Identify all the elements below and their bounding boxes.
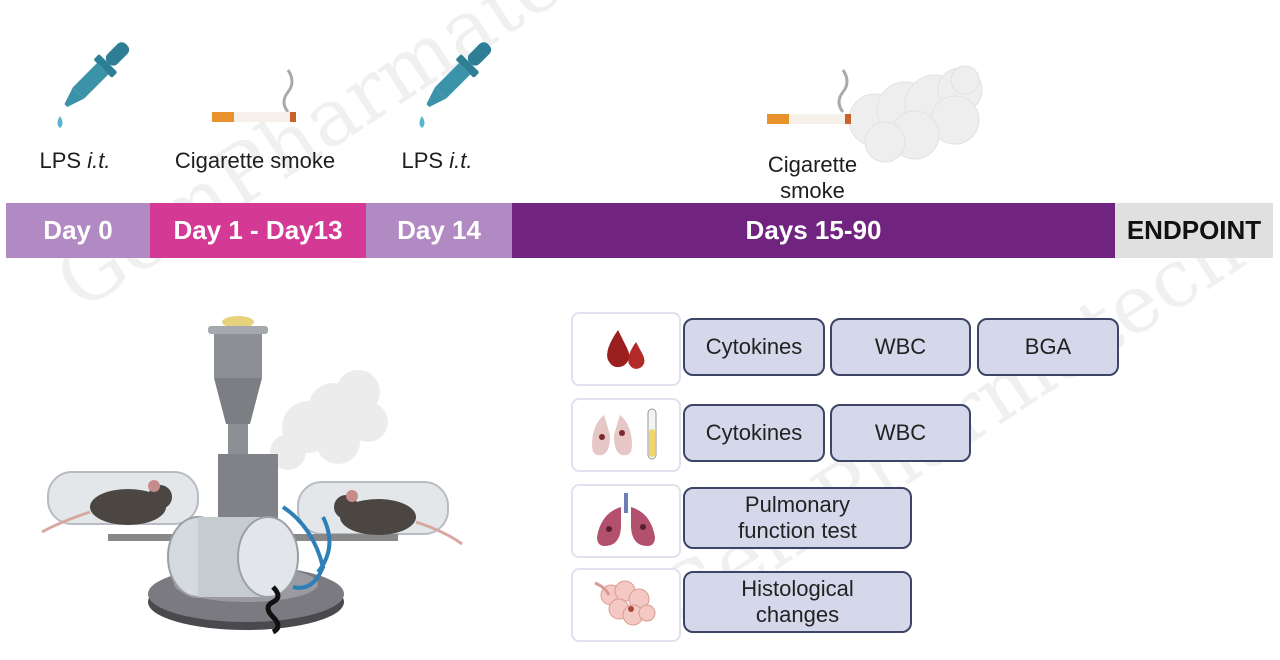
alveoli-box	[571, 568, 681, 642]
cigarette-icon	[212, 69, 296, 122]
alveoli-tissue-icon	[594, 580, 656, 626]
timeline-days-15-90: Days 15-90	[512, 203, 1115, 258]
timeline-day-14: Day 14	[366, 203, 512, 258]
lungs-icon	[597, 493, 655, 546]
cigarette-smoke-label-2: Cigarette smoke	[767, 152, 858, 203]
blood-drops-box	[571, 312, 681, 386]
test-pill-cytokines: Cytokines	[683, 404, 825, 462]
lps-label: LPS i.t.	[401, 148, 473, 173]
dropper-icon	[57, 42, 130, 128]
smoke-exposure-chamber-with-mice-icon	[41, 316, 463, 635]
lung-fluid-box	[571, 398, 681, 472]
lps-label: LPS i.t.	[39, 148, 111, 173]
cigarette-smoke-label: Cigarette smoke	[174, 148, 336, 173]
timeline-day-0: Day 0	[6, 203, 150, 258]
timeline-day-1-13: Day 1 - Day13	[150, 203, 366, 258]
cigarette-smoke-cloud-icon	[767, 65, 983, 163]
lung-fluid-tube-icon	[592, 408, 657, 460]
test-pill-bga: BGA	[977, 318, 1119, 376]
blood-drops-icon	[607, 330, 645, 369]
test-pill-cytokines: Cytokines	[683, 318, 825, 376]
dropper-icon	[419, 42, 492, 128]
test-pill-wbc: WBC	[830, 318, 971, 376]
test-pill-wbc: WBC	[830, 404, 971, 462]
lungs-box	[571, 484, 681, 558]
timeline-endpoint: ENDPOINT	[1115, 203, 1273, 258]
